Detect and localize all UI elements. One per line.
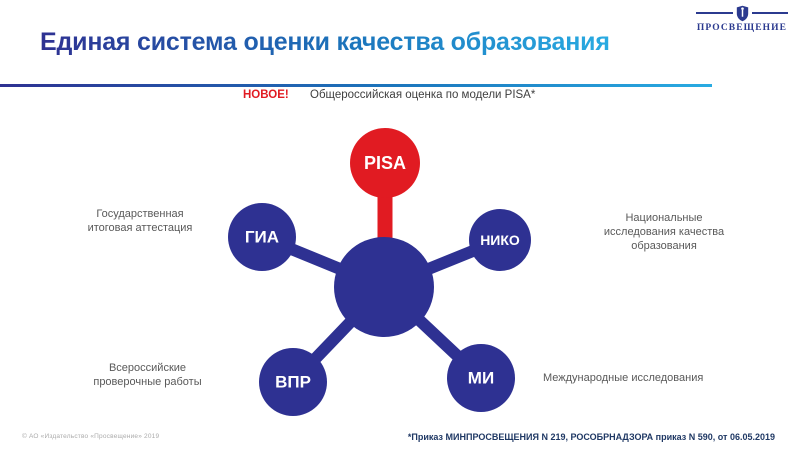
caption-mi: Международные исследования — [543, 372, 704, 384]
caption-gia: Государственная итоговая аттестация — [87, 208, 193, 234]
node-pisa-label: PISA — [364, 153, 406, 173]
logo-text: ПРОСВЕЩЕНИЕ — [696, 23, 788, 33]
node-gia-circle — [228, 203, 296, 271]
node-gia-label: ГИА — [245, 228, 279, 247]
title-underline — [0, 84, 712, 87]
prosveshchenie-logo: ПРОСВЕЩЕНИЕ — [696, 4, 788, 33]
node-vpr-label: ВПР — [275, 373, 311, 392]
node-vpr-circle — [259, 348, 327, 416]
footnote: *Приказ МИНПРОСВЕЩЕНИЯ N 219, РОСОБРНАДЗ… — [407, 432, 775, 442]
page-title: Единая система оценки качества образован… — [40, 28, 610, 56]
node-niko-label: НИКО — [480, 232, 520, 248]
footer-copyright: © АО «Издательство «Просвещение» 2019 — [22, 433, 160, 440]
caption-vpr: Всероссийские проверочные работы — [93, 362, 202, 388]
caption-niko: Национальные исследования качества образ… — [603, 212, 725, 252]
node-pisa-circle — [350, 128, 420, 198]
node-mi-label: МИ — [468, 369, 494, 388]
new-badge: НОВОЕ! — [243, 89, 289, 101]
node-niko-circle — [469, 209, 531, 271]
subtitle: Общероссийская оценка по модели PISA* — [310, 89, 536, 101]
node-mi-circle — [447, 344, 515, 412]
logo-line-left — [696, 12, 733, 14]
logo-line-right — [751, 12, 788, 14]
logo-ornament — [696, 4, 788, 22]
shield-icon — [736, 5, 748, 21]
hub-circle — [334, 237, 434, 337]
